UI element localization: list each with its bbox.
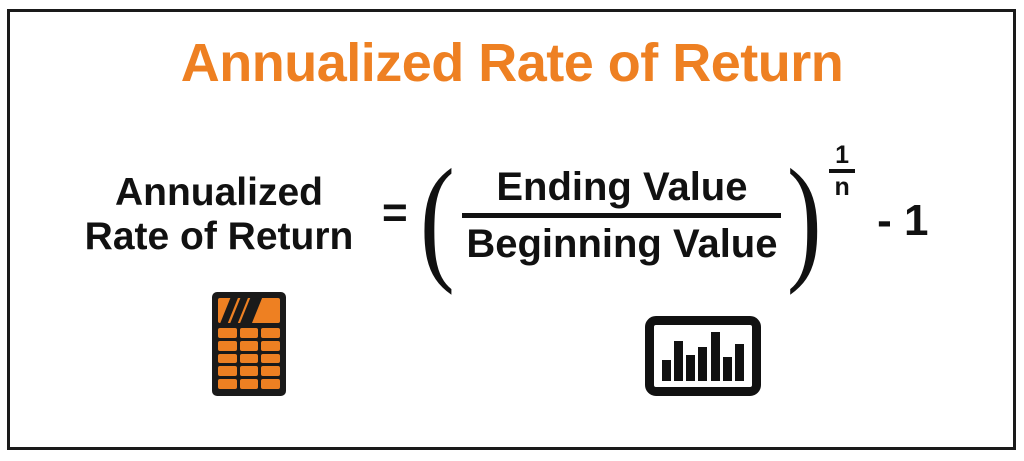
- equals-sign: =: [382, 188, 408, 237]
- fraction-numerator: Ending Value: [496, 164, 748, 209]
- bar-chart-bars: [662, 332, 744, 381]
- calculator-key: [239, 366, 259, 377]
- bar-chart-bar: [662, 360, 671, 381]
- bar-chart-bar: [698, 347, 708, 381]
- calculator-key: [218, 328, 237, 338]
- calculator-key: [261, 328, 280, 338]
- calculator-key: [218, 366, 237, 377]
- exponent-denominator: n: [834, 173, 850, 201]
- calculator-key: [261, 353, 280, 364]
- fraction-denominator: Beginning Value: [466, 221, 778, 266]
- exponent-fraction: 1 n: [829, 140, 856, 201]
- bar-chart-bar: [686, 355, 696, 381]
- calculator-key: [261, 340, 280, 351]
- bar-chart-bar: [710, 332, 720, 381]
- bar-chart-bar: [734, 344, 744, 381]
- calculator-key: [218, 353, 237, 364]
- bar-chart-icon: [645, 316, 761, 396]
- bar-chart-bar: [674, 340, 684, 381]
- formula-tail-minus-one: - 1: [877, 196, 929, 245]
- formula-left-label-line1: Annualized: [114, 171, 323, 215]
- calculator-key: [239, 328, 259, 338]
- image-border-frame: [7, 9, 1016, 450]
- calculator-key: [239, 353, 259, 364]
- formula-left-label: Annualized Rate of Return: [60, 171, 378, 258]
- calculator-key: [218, 340, 237, 351]
- exponent-numerator: 1: [835, 140, 850, 169]
- formula-block: Annualized Rate of Return = ( Ending Val…: [60, 141, 1000, 288]
- calculator-key: [218, 379, 237, 389]
- calculator-icon: [212, 292, 286, 396]
- calculator-key: [261, 379, 280, 389]
- fraction-bar: [462, 212, 782, 218]
- calculator-key: [239, 379, 259, 389]
- main-fraction: Ending Value Beginning Value: [456, 165, 787, 266]
- calculator-keypad: [218, 328, 280, 389]
- calculator-key: [239, 340, 259, 351]
- formula-left-label-line2: Rate of Return: [84, 215, 354, 258]
- calculator-key: [261, 366, 280, 377]
- exponent-fraction-bar: [829, 169, 856, 173]
- bar-chart-bar: [722, 356, 732, 381]
- page-title: Annualized Rate of Return: [180, 33, 844, 93]
- calculator-display: [218, 298, 280, 323]
